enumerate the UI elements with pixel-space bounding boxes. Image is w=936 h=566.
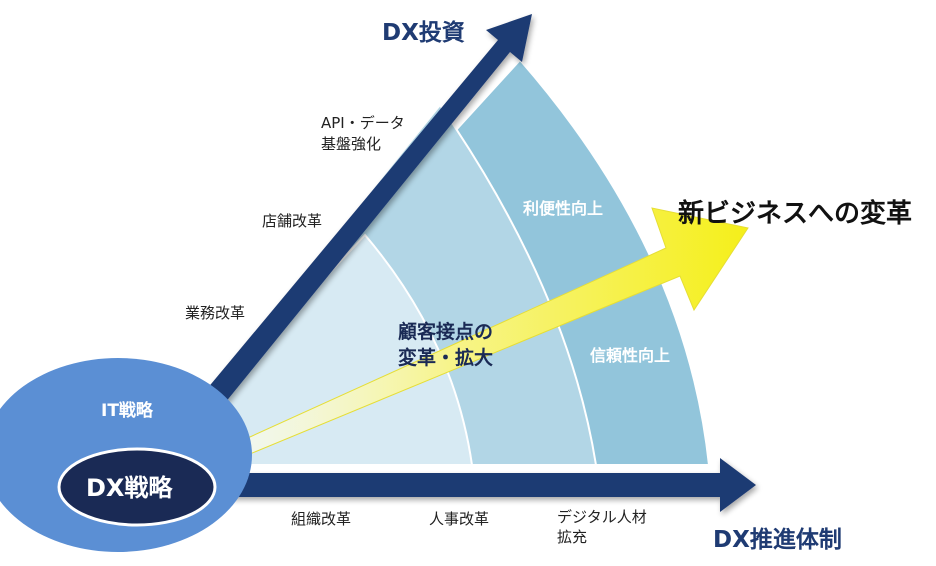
investment-item-kiban: 基盤強化	[321, 135, 381, 153]
dx-strategy-label: DX戦略	[86, 474, 173, 502]
zone-outer-label: 利便性向上	[523, 199, 603, 218]
goal-arrow	[207, 207, 749, 469]
investment-axis-arrow	[146, 14, 532, 478]
zone-inner-label-line1: 顧客接点の	[398, 320, 493, 343]
structure-axis-arrow	[150, 458, 756, 512]
it-strategy-label: IT戦略	[101, 400, 154, 421]
structure-item-jinji: 人事改革	[429, 510, 489, 528]
investment-item-tenpo: 店舗改革	[262, 212, 322, 230]
zone-inner-label-line2: 変革・拡大	[398, 346, 493, 369]
structure-item-kakuju: 拡充	[557, 528, 587, 546]
structure-item-digital-jinzai: デジタル人材	[557, 508, 647, 526]
zone-middle-label: 信頼性向上	[590, 346, 670, 365]
investment-axis-title: DX投資	[382, 19, 465, 46]
structure-axis-title: DX推進体制	[713, 527, 842, 553]
structure-item-soshiki: 組織改革	[291, 510, 351, 528]
goal-label: 新ビジネスへの変革	[678, 198, 912, 229]
investment-item-gyomu: 業務改革	[185, 304, 245, 322]
dx-strategy-ellipse	[57, 447, 217, 527]
investment-item-api-data: API・データ	[321, 114, 405, 132]
